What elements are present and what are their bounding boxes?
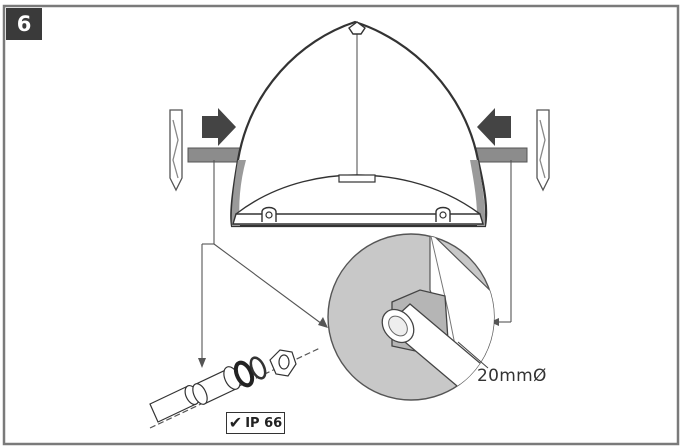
dome-top-cap — [348, 21, 366, 35]
step-number-badge: 6 — [6, 8, 42, 40]
ip-rating-badge: ✔ IP 66 — [226, 412, 285, 434]
push-arrow-icon — [477, 108, 511, 146]
check-icon: ✔ — [228, 413, 243, 432]
base-latch — [338, 174, 376, 183]
drill-bit-icon — [536, 109, 550, 192]
base-lip — [232, 213, 484, 225]
dome-shell — [230, 20, 488, 228]
step-frame — [2, 4, 680, 446]
leader-arrowhead — [318, 317, 328, 328]
dome-left-flank — [231, 160, 246, 226]
o-ring-icon — [233, 360, 255, 388]
right-screw-hole — [435, 206, 451, 222]
leader-arrowhead — [198, 358, 206, 368]
magnified-detail — [327, 233, 495, 401]
ip-rating-label: IP 66 — [245, 415, 283, 431]
o-ring-icon — [249, 356, 267, 380]
luminaire-housing — [187, 20, 528, 228]
drill-bit-icon — [169, 109, 183, 192]
diameter-label: 20mmØ — [477, 366, 547, 386]
left-screw-hole — [261, 206, 277, 222]
leader-lines — [201, 160, 512, 360]
dome-right-flank — [470, 160, 486, 226]
cable-gland-assembly — [149, 347, 321, 429]
push-arrow-icon — [202, 108, 236, 146]
